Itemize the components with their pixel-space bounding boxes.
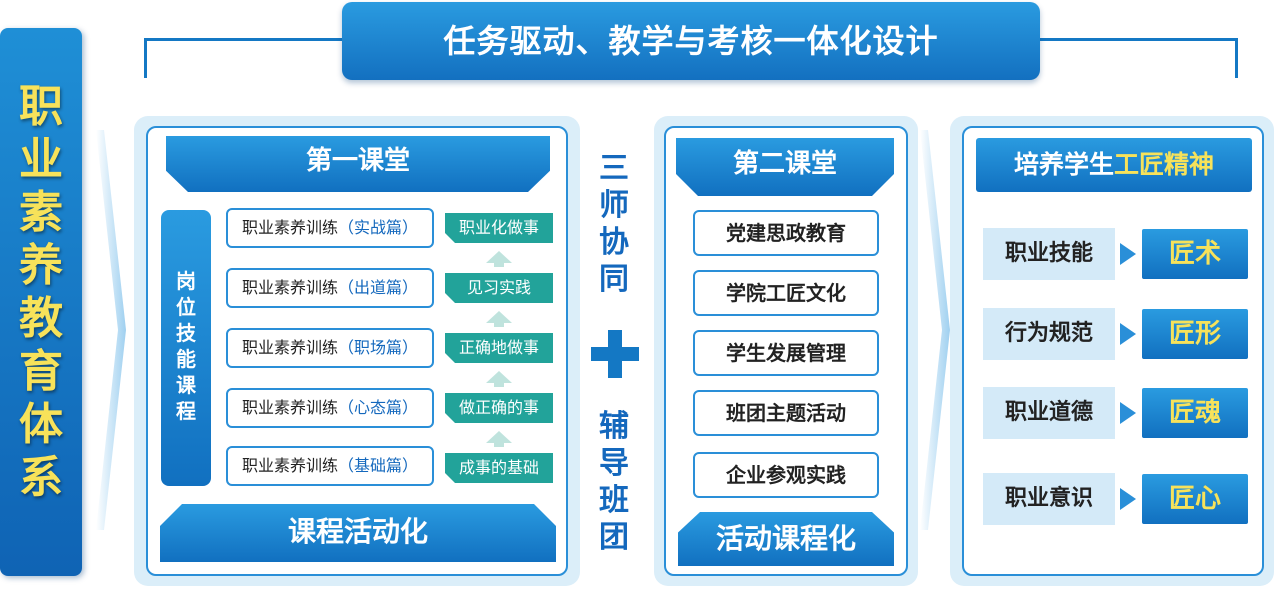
connector-char: 导: [599, 446, 629, 481]
job-skill-course-label: 岗 位 技 能 课 程: [161, 210, 211, 486]
arrow-right-icon: [1120, 243, 1136, 265]
arrow-right-icon: [1120, 323, 1136, 345]
system-banner: 职 业 素 养 教 育 体 系: [0, 28, 82, 576]
training-part: （职场篇）: [338, 338, 419, 357]
craft-result: 匠心: [1142, 474, 1248, 524]
activity-item: 党建思政教育: [693, 210, 879, 256]
training-item: 职业素养训练（基础篇）: [226, 446, 434, 486]
banner-char: 育: [19, 346, 63, 397]
attribute-label: 职业道德: [983, 387, 1115, 439]
up-arrow-icon: [486, 311, 512, 327]
progress-step: 做正确的事: [445, 393, 553, 423]
second-class-heading: 第二课堂: [676, 138, 894, 196]
up-arrow-icon: [486, 431, 512, 447]
side-label-char: 能: [176, 347, 196, 371]
banner-char: 素: [19, 187, 63, 238]
training-item: 职业素养训练（职场篇）: [226, 328, 434, 368]
craftsman-heading-highlight: 工匠精神: [1114, 150, 1215, 179]
first-class-heading: 第一课堂: [166, 136, 550, 192]
training-name: 职业素养训练: [241, 218, 338, 237]
attribute-label: 职业意识: [983, 473, 1115, 525]
second-class-footer: 活动课程化: [678, 512, 894, 566]
attribute-label: 行为规范: [983, 308, 1115, 360]
connector-char: 三: [599, 151, 629, 186]
training-name: 职业素养训练: [241, 456, 338, 475]
banner-char: 业: [19, 134, 63, 185]
first-class-footer: 课程活动化: [160, 504, 556, 562]
class-guidance-label: 辅 导 班 团: [592, 408, 636, 556]
side-label-char: 课: [176, 373, 196, 397]
up-arrow-icon: [486, 371, 512, 387]
craft-result: 匠魂: [1142, 388, 1248, 438]
training-name: 职业素养训练: [241, 398, 338, 417]
training-part: （出道篇）: [338, 278, 419, 297]
attribute-label: 职业技能: [983, 228, 1115, 280]
side-label-char: 岗: [176, 269, 196, 293]
craft-result: 匠术: [1142, 229, 1248, 279]
activity-item: 企业参观实践: [693, 452, 879, 498]
banner-char: 系: [19, 452, 63, 503]
training-part: （实战篇）: [338, 218, 419, 237]
side-label-char: 技: [176, 321, 196, 345]
training-part: （基础篇）: [338, 456, 419, 475]
banner-char: 体: [19, 399, 63, 450]
craftsman-heading: 培养学生工匠精神: [976, 138, 1252, 192]
chevron-right-icon: [920, 130, 950, 530]
title-banner: 任务驱动、教学与考核一体化设计: [342, 2, 1040, 80]
activity-item: 班团主题活动: [693, 390, 879, 436]
activity-item: 学生发展管理: [693, 330, 879, 376]
connector-char: 同: [599, 262, 629, 297]
banner-char: 养: [19, 240, 63, 291]
craft-result: 匠形: [1142, 309, 1248, 359]
progress-step: 见习实践: [445, 273, 553, 303]
chevron-right-icon: [96, 130, 126, 530]
craftsman-heading-prefix: 培养学生: [1013, 150, 1114, 179]
progress-step: 职业化做事: [445, 213, 553, 243]
page-title: 任务驱动、教学与考核一体化设计: [443, 22, 939, 60]
side-label-char: 程: [176, 399, 196, 423]
banner-char: 教: [19, 293, 63, 344]
progress-step: 成事的基础: [445, 453, 553, 483]
activity-item: 学院工匠文化: [693, 270, 879, 316]
side-label-char: 位: [176, 295, 196, 319]
training-name: 职业素养训练: [241, 338, 338, 357]
system-banner-text: 职 业 素 养 教 育 体 系: [0, 80, 82, 504]
connector-char: 班: [599, 483, 629, 518]
training-item: 职业素养训练（心态篇）: [226, 388, 434, 428]
plus-icon: [591, 330, 639, 378]
training-item: 职业素养训练（实战篇）: [226, 208, 434, 248]
connector-char: 协: [599, 225, 629, 260]
training-part: （心态篇）: [338, 398, 419, 417]
three-teacher-label: 三 师 协 同: [592, 150, 636, 298]
connector-char: 辅: [599, 409, 629, 444]
connector-char: 师: [599, 188, 629, 223]
progress-step: 正确地做事: [445, 333, 553, 363]
up-arrow-icon: [486, 251, 512, 267]
training-item: 职业素养训练（出道篇）: [226, 268, 434, 308]
arrow-right-icon: [1120, 402, 1136, 424]
banner-char: 职: [19, 81, 63, 132]
arrow-right-icon: [1120, 488, 1136, 510]
training-name: 职业素养训练: [241, 278, 338, 297]
connector-char: 团: [599, 520, 629, 555]
